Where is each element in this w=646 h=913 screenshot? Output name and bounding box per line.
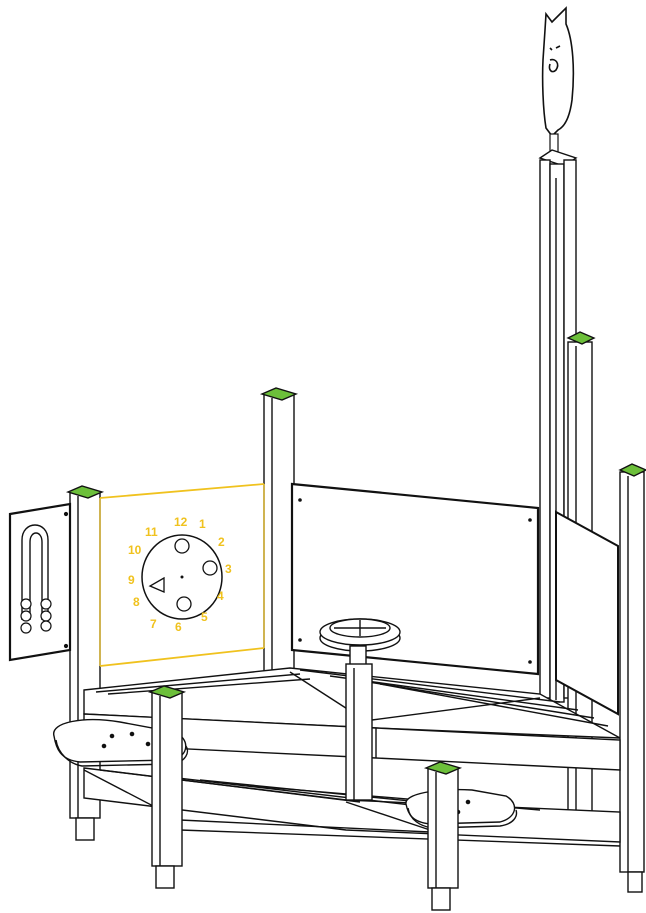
right-side-panel xyxy=(555,510,619,716)
clock-number-2: 2 xyxy=(218,535,225,549)
clock-hole-top xyxy=(174,538,190,554)
clock-hole-bottom xyxy=(176,596,192,612)
clock-number-1: 1 xyxy=(199,517,206,531)
clock-hole-right xyxy=(202,560,218,576)
clock-number-4: 4 xyxy=(217,589,224,603)
owl-silhouette-icon xyxy=(541,6,575,138)
clock-number-12: 12 xyxy=(174,515,188,529)
clock-number-8: 8 xyxy=(133,595,140,609)
owl-stem xyxy=(549,133,559,153)
post-center xyxy=(345,663,373,801)
post-cap-back-right xyxy=(566,331,596,345)
post-back-middle xyxy=(259,387,299,695)
post-front-left-middle xyxy=(147,685,187,889)
clock-number-3: 3 xyxy=(225,562,232,576)
post-front-right xyxy=(618,463,646,893)
clock-number-7: 7 xyxy=(150,617,157,631)
stool-right xyxy=(405,788,518,829)
compass-dial-icon xyxy=(319,618,401,667)
post-cap-front-right xyxy=(618,463,646,477)
post-front-center xyxy=(423,761,463,911)
clock-number-10: 10 xyxy=(128,543,142,557)
post-cap-front-center xyxy=(423,761,463,775)
clock-panel: 12 1 2 3 4 5 6 7 8 9 10 11 xyxy=(99,483,265,667)
clock-number-9: 9 xyxy=(128,573,135,587)
post-cap-back-middle xyxy=(259,387,299,401)
clock-number-5: 5 xyxy=(201,610,208,624)
abacus-panel xyxy=(8,502,72,662)
post-cap-front-left-middle xyxy=(147,685,187,699)
abacus-bead-icon xyxy=(20,598,52,634)
clock-pointer xyxy=(148,576,165,593)
clock-number-11: 11 xyxy=(145,525,158,539)
post-cap-front-left xyxy=(65,485,105,499)
clock-number-6: 6 xyxy=(175,620,182,634)
